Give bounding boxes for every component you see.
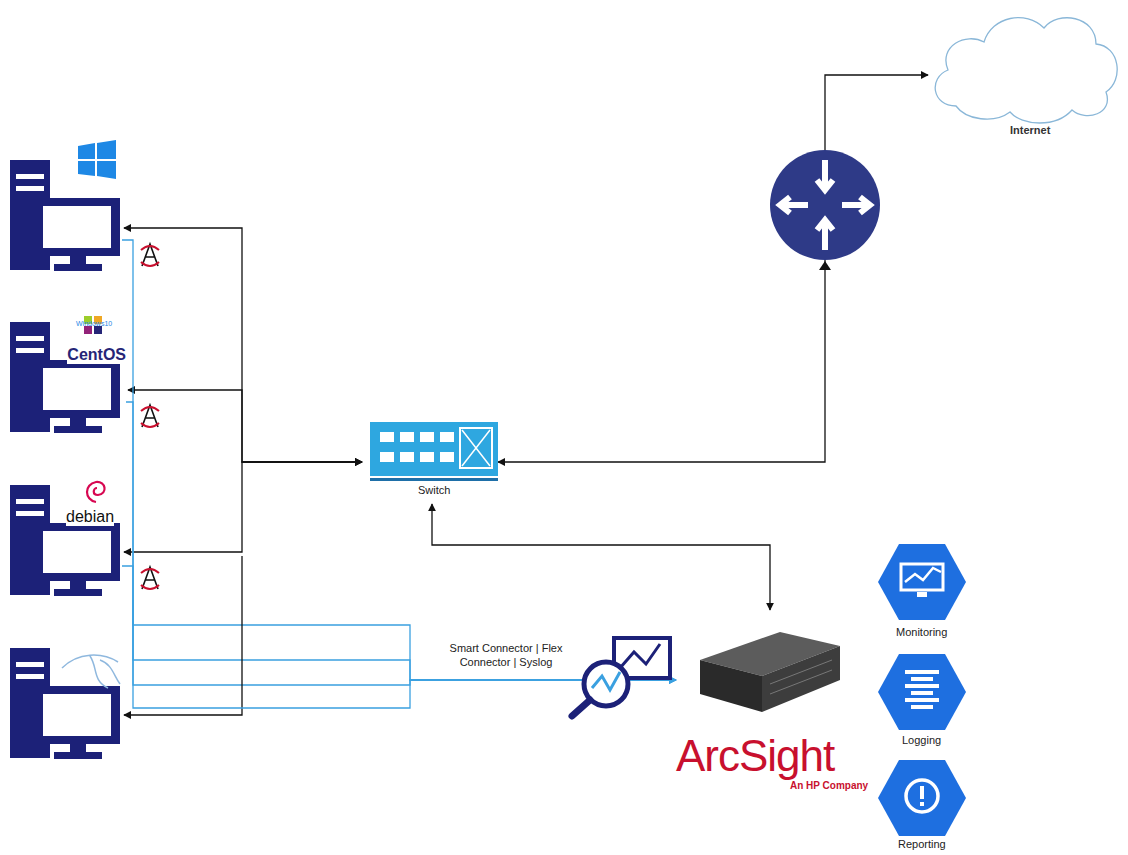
node-text: debian xyxy=(66,508,114,526)
debian-logo xyxy=(87,482,105,502)
node-text: Windows10 xyxy=(76,320,112,328)
svg-part xyxy=(842,197,870,213)
svg-part xyxy=(572,700,590,716)
svg-part xyxy=(400,452,414,462)
pc-icon xyxy=(10,648,120,759)
svg-part xyxy=(911,677,933,681)
arcsight-symbol xyxy=(141,244,159,266)
reporting-service: Reporting xyxy=(874,758,970,855)
svg-part xyxy=(420,452,434,462)
node-text: Switch xyxy=(418,484,450,496)
connector xyxy=(128,390,362,462)
pc-icon xyxy=(10,485,120,596)
svg-part xyxy=(370,422,498,476)
svg-part xyxy=(420,432,434,442)
svg-part xyxy=(97,161,116,179)
pc-icon xyxy=(10,160,120,271)
debian-host: debian xyxy=(10,472,122,598)
edge-label: Smart Connector | Flex Connector | Syslo… xyxy=(440,640,572,671)
svg-part xyxy=(905,670,939,674)
svg-part xyxy=(878,544,966,620)
svg-part xyxy=(878,654,966,730)
svg-part xyxy=(462,430,490,466)
svg-part xyxy=(97,140,116,159)
svg-part xyxy=(911,691,933,695)
node-text: Internet xyxy=(1010,124,1050,136)
connector xyxy=(498,75,928,462)
svg-part xyxy=(460,428,492,468)
svg-part xyxy=(906,780,938,812)
node-text: Reporting xyxy=(898,838,946,850)
svg-part xyxy=(817,160,833,190)
svg-part xyxy=(700,660,762,712)
hex-shape xyxy=(877,758,967,838)
svg-part xyxy=(905,670,939,709)
svg-part xyxy=(762,646,840,712)
svg-part xyxy=(780,197,808,213)
centos-host: CentOS xyxy=(10,312,126,434)
connector xyxy=(122,240,676,680)
arcsight-siem: ArcSightAn HP Company xyxy=(676,628,874,798)
svg-part xyxy=(770,660,832,684)
svg-part xyxy=(78,161,95,176)
windows-host: Windows10 xyxy=(10,140,122,274)
svg-part xyxy=(905,684,939,688)
svg-part xyxy=(400,432,414,442)
svg-part xyxy=(380,432,394,442)
monitoring-service: Monitoring xyxy=(874,542,970,642)
svg-part xyxy=(920,802,924,806)
svg-part xyxy=(920,786,924,799)
internet-cloud: Internet xyxy=(926,6,1124,142)
svg-part xyxy=(901,564,943,590)
svg-part xyxy=(935,18,1117,123)
svg-part xyxy=(78,143,95,159)
hex-shape xyxy=(877,542,967,622)
windows-logo xyxy=(78,140,116,179)
cloud-shape xyxy=(926,6,1124,142)
node-text: ArcSight xyxy=(676,732,834,780)
svg-part xyxy=(380,452,394,462)
router-icon xyxy=(770,150,880,270)
connector xyxy=(124,228,362,462)
node-text: Logging xyxy=(902,734,941,746)
connector xyxy=(126,402,676,680)
svg-part xyxy=(911,705,933,709)
connector xyxy=(124,462,362,552)
node-text: Monitoring xyxy=(896,626,947,638)
kali-wire xyxy=(124,556,242,715)
arcsight-symbol xyxy=(141,567,159,589)
kali-logo xyxy=(62,655,120,688)
node-text: CentOS xyxy=(67,346,126,364)
hex-shape xyxy=(877,652,967,732)
svg-part xyxy=(440,432,454,442)
svg-part xyxy=(770,150,880,260)
svg-part xyxy=(905,698,939,702)
server-icon xyxy=(700,632,840,712)
node-text: An HP Company xyxy=(790,780,868,791)
svg-part xyxy=(440,452,454,462)
logging-service: Logging xyxy=(874,652,970,750)
svg-part xyxy=(84,326,92,334)
svg-part xyxy=(817,220,833,250)
svg-part xyxy=(620,644,660,668)
connector xyxy=(432,504,770,610)
svg-part xyxy=(380,432,454,462)
network-switch: Switch xyxy=(362,420,502,504)
svg-part xyxy=(370,478,498,481)
svg-part xyxy=(94,326,102,334)
svg-part xyxy=(878,760,966,836)
arcsight-symbol xyxy=(141,405,159,427)
svg-part xyxy=(917,592,927,597)
svg-part xyxy=(770,670,832,694)
analytics-icon xyxy=(572,638,670,716)
svg-part xyxy=(819,261,831,270)
svg-part xyxy=(592,672,620,690)
kali-log-wire xyxy=(133,600,410,708)
pc-icon xyxy=(10,322,120,433)
svg-part xyxy=(905,568,941,582)
